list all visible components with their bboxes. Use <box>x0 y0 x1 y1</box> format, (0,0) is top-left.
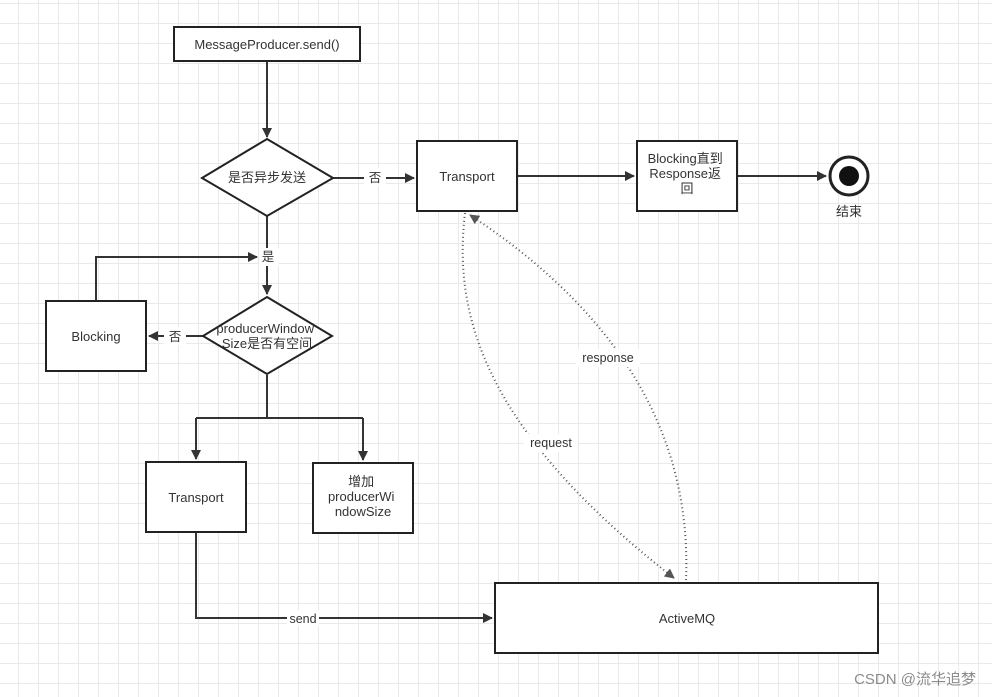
blocking-label: Blocking <box>71 329 120 344</box>
edge-request-dotted <box>461 212 675 579</box>
edge-label-bg-request <box>524 434 578 452</box>
async-check-label: 是否异步发送 <box>228 170 306 185</box>
edge-transport-send-to-activemq <box>195 533 493 623</box>
edge-label-bg-no-async <box>364 168 386 186</box>
blocking-response-node <box>636 140 738 212</box>
edge-label-yes-async: 是 <box>262 250 275 264</box>
increase-window-label: 增加 producerWi ndowSize <box>328 474 398 519</box>
transport-sync-label: Transport <box>439 169 495 184</box>
increase-window-line-2: producerWi <box>328 489 395 504</box>
increase-window-node <box>312 462 414 534</box>
edge-label-bg-send <box>287 610 319 626</box>
watermark-text: CSDN @流华追梦 <box>854 671 976 688</box>
blocking-response-line-1: Blocking直到 <box>648 151 723 166</box>
increase-window-line-1: 增加 <box>348 474 374 489</box>
transport-async-node <box>145 461 247 533</box>
end-node-label: 结束 <box>836 204 862 219</box>
transport-async-label: Transport <box>168 490 224 505</box>
window-check-line-1: producerWindow <box>216 321 314 336</box>
edge-label-bg-no-space <box>164 327 186 345</box>
edge-window-yes-trunk <box>196 375 363 419</box>
window-check-label: producerWindow Size是否有空间 <box>216 321 317 351</box>
edge-label-send: send <box>289 612 316 626</box>
blocking-response-line-3: 回 <box>680 181 693 196</box>
edge-label-bg-yes-async <box>259 248 279 266</box>
end-node-inner <box>839 166 859 186</box>
edge-label-no-async: 否 <box>369 171 382 185</box>
edge-blocking-loop-back <box>95 252 258 300</box>
window-check-diamond <box>201 295 334 376</box>
window-check-line-2: Size是否有空间 <box>222 336 312 351</box>
start-node-label: MessageProducer.send() <box>194 37 339 52</box>
increase-window-line-3: ndowSize <box>335 504 391 519</box>
edge-label-no-space: 否 <box>169 330 182 344</box>
edge-response-dotted <box>469 214 688 581</box>
edge-label-request: request <box>530 436 572 450</box>
activemq-node <box>494 582 879 654</box>
edge-label-bg-response <box>576 349 640 367</box>
activemq-label: ActiveMQ <box>659 611 715 626</box>
transport-sync-node <box>416 140 518 212</box>
edge-label-response: response <box>582 351 633 365</box>
blocking-response-line-2: Response返 <box>649 166 721 181</box>
start-node <box>173 26 361 62</box>
async-check-diamond <box>200 137 335 218</box>
blocking-node <box>45 300 147 372</box>
blocking-response-label: Blocking直到 Response返 回 <box>648 151 727 196</box>
